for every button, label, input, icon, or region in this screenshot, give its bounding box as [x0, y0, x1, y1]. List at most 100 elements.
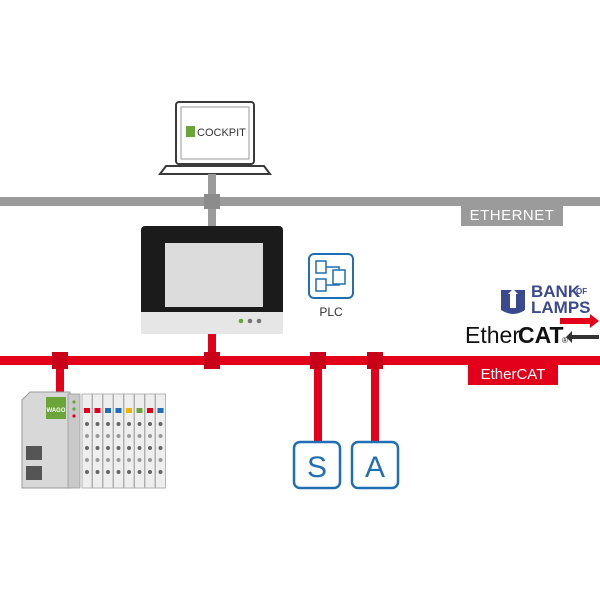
- status-led-icon: [238, 318, 244, 324]
- ethernet-label: ETHERNET: [470, 207, 555, 224]
- io-terminal-point: [95, 446, 100, 450]
- laptop-icon[interactable]: COCKPIT: [158, 101, 272, 175]
- io-slice-marker: [136, 408, 143, 413]
- actuator-ethercat-junction: [367, 352, 383, 369]
- io-terminal-slice: [92, 393, 103, 489]
- wago-logo-icon: [46, 397, 66, 419]
- io-terminal-point: [95, 422, 100, 426]
- plc-icon: [308, 253, 354, 299]
- ethercat-logo-ether: Ether: [465, 322, 520, 348]
- actuator-label: A: [365, 451, 385, 484]
- ethercat-label: EtherCAT: [481, 366, 546, 383]
- ethernet-port-icon: [26, 466, 42, 480]
- io-terminal-point: [158, 458, 163, 462]
- io-terminal-point: [85, 470, 89, 474]
- io-ethercat-link: [56, 360, 64, 398]
- bank-of-lamps-logo: BANK OF LAMPS: [501, 282, 591, 317]
- io-slice-marker: [115, 408, 122, 413]
- io-terminal-slices: [81, 393, 166, 489]
- io-terminal-point: [137, 458, 142, 462]
- io-terminal-point: [85, 446, 89, 450]
- ethercat-label-box: [468, 361, 558, 385]
- io-slice-marker: [157, 408, 164, 413]
- actuator-ethercat-link: [371, 360, 379, 442]
- io-terminal-point: [106, 458, 110, 462]
- io-terminal-point: [127, 434, 131, 438]
- io-terminal-point: [95, 458, 100, 462]
- io-slice-marker: [84, 408, 90, 413]
- status-led-icon: [247, 318, 253, 324]
- io-terminal-slice: [144, 393, 156, 489]
- of-word: OF: [576, 287, 587, 296]
- io-terminal-point: [95, 434, 100, 438]
- io-terminal-point: [85, 458, 89, 462]
- io-slice-marker: [126, 408, 132, 413]
- io-terminal-point: [148, 470, 152, 474]
- io-terminal-point: [106, 446, 110, 450]
- io-terminal-point: [127, 458, 131, 462]
- io-terminal-point: [148, 446, 152, 450]
- io-terminal-slice: [123, 393, 135, 489]
- io-terminal-point: [148, 434, 152, 438]
- io-terminal-point: [158, 422, 163, 426]
- status-led-icon: [256, 318, 262, 324]
- ethercat-registered-mark: ®: [562, 336, 568, 345]
- io-terminal-point: [127, 470, 131, 474]
- io-terminal-point: [85, 434, 89, 438]
- io-terminal-point: [158, 446, 163, 450]
- io-terminal-point: [148, 422, 152, 426]
- cockpit-label: COCKPIT: [197, 127, 246, 139]
- io-terminal-slice: [81, 393, 93, 489]
- io-terminal-slice: [102, 393, 114, 489]
- io-terminal-point: [148, 458, 152, 462]
- io-terminal-point: [106, 434, 110, 438]
- sensor-ethercat-junction: [310, 352, 326, 369]
- panel-screen: [165, 243, 263, 307]
- lamps-word: LAMPS: [531, 298, 591, 317]
- io-terminal-point: [127, 422, 131, 426]
- plc-label: PLC: [319, 305, 343, 319]
- io-module[interactable]: WAGO: [21, 391, 81, 489]
- io-terminal-slice: [134, 393, 145, 489]
- ethercat-bus-line: [0, 356, 600, 365]
- ethercat-arrow-icon: [560, 314, 599, 328]
- ethercat-arrow-icon: [566, 331, 599, 343]
- laptop-ethernet-junction: [204, 194, 220, 209]
- io-terminal-point: [127, 446, 131, 450]
- sensor-label: S: [307, 451, 327, 484]
- io-terminal-point: [137, 422, 142, 426]
- io-terminal-point: [116, 446, 121, 450]
- io-terminal-point: [95, 470, 100, 474]
- io-terminal-point: [137, 434, 142, 438]
- io-brand-label: WAGO: [47, 408, 66, 414]
- plc-ethercat-link: [208, 334, 216, 364]
- io-slice-marker: [147, 408, 153, 413]
- ethercat-logo: Ether CAT ®: [465, 314, 599, 348]
- wago-mark-icon: [186, 126, 195, 137]
- io-ethercat-junction: [52, 352, 68, 369]
- io-terminal-point: [116, 434, 121, 438]
- plc-controller-panel[interactable]: [141, 226, 283, 334]
- io-terminal-point: [116, 470, 121, 474]
- sensor-device[interactable]: S: [292, 440, 342, 490]
- io-terminal-point: [116, 422, 121, 426]
- io-slice-marker: [105, 408, 111, 413]
- ethercat-logo-cat: CAT: [518, 322, 564, 348]
- io-terminal-point: [85, 422, 89, 426]
- io-terminal-slice: [155, 393, 166, 489]
- io-terminal-point: [137, 446, 142, 450]
- bank-word: BANK: [531, 282, 581, 301]
- io-terminal-point: [116, 458, 121, 462]
- ethernet-port-icon: [26, 446, 42, 460]
- sensor-ethercat-link: [314, 360, 322, 442]
- ethernet-label-box: [461, 202, 563, 226]
- io-terminal-point: [158, 470, 163, 474]
- io-terminal-point: [137, 470, 142, 474]
- io-terminal-point: [106, 470, 110, 474]
- actuator-device[interactable]: A: [350, 440, 400, 490]
- ethernet-bus-line: [0, 197, 600, 206]
- io-terminal-point: [106, 422, 110, 426]
- plc-ethercat-junction: [204, 352, 220, 369]
